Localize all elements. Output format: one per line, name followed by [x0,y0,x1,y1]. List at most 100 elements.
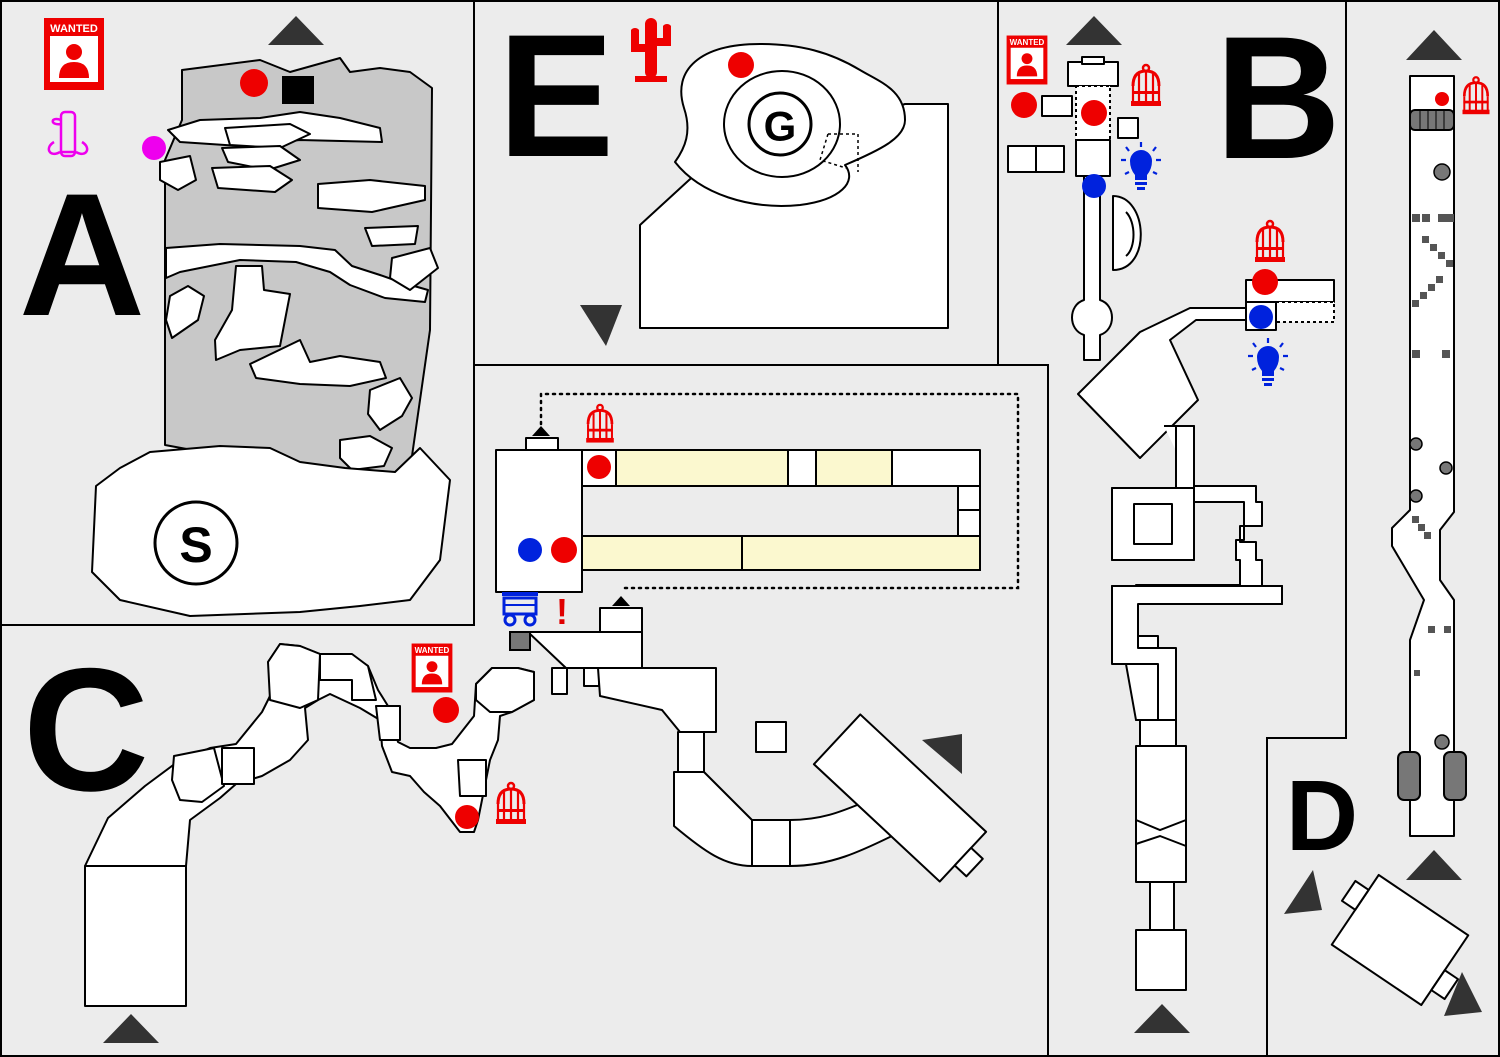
wanted-poster-icon: WANTED [411,643,453,693]
door [1397,751,1421,801]
region-b: B WANTED [1006,1,1341,1033]
cave-chamber [171,747,225,803]
red-marker [1011,92,1037,118]
corridor [1071,175,1113,361]
cave-chamber [475,667,535,713]
red-marker [587,455,611,479]
crack [1135,819,1187,847]
exit-arrow-icon[interactable] [1406,850,1462,880]
wanted-poster-text: WANTED [1010,38,1045,47]
exit-arrow-icon[interactable] [1066,16,1122,45]
wanted-poster-text: WANTED [50,23,98,35]
room [1135,745,1187,883]
gate-bars [1419,110,1445,130]
cave-chamber [375,705,401,741]
region-label-c: C [23,633,149,828]
red-marker [1435,92,1449,106]
station-building [495,449,583,593]
room [1067,61,1119,87]
exit-arrow-icon[interactable] [103,1014,159,1043]
snow-ledge [339,435,393,471]
goal-label: G [764,103,797,150]
region-d: D [1284,30,1491,1016]
exit-arrow-icon[interactable] [580,305,622,346]
room [599,607,643,633]
snow-ledge [389,247,439,291]
secret-area [819,133,859,172]
exit-arrow-icon[interactable] [1284,870,1322,914]
cave-chamber [319,653,377,701]
exit-arrow-icon[interactable] [1444,972,1482,1016]
room-e-large [639,103,949,329]
snow-ledge [249,339,387,387]
exit-arrow-icon[interactable] [922,734,962,774]
room [583,667,600,687]
snow-ledge [159,155,197,191]
birdcage-icon [494,781,528,826]
highlight-zone [815,449,893,487]
room-c-entrance [84,865,187,1007]
highlight-zone [615,449,789,487]
door [1443,751,1467,801]
steps [1412,214,1454,676]
rock [1439,461,1453,475]
snow-ledge [165,285,205,339]
exit-arrow-icon[interactable] [1134,1004,1190,1033]
wanted-poster-text: WANTED [415,646,450,655]
snow-ledge [224,123,311,149]
region-label-b: B [1215,1,1341,196]
wanted-poster-icon: WANTED [44,18,104,90]
red-marker [728,52,754,78]
cave-chamber [267,643,321,709]
rock [1409,437,1423,451]
region-label-e: E [498,0,615,194]
red-marker [433,697,459,723]
rock [1409,489,1423,503]
exit-arrow-icon[interactable] [268,16,324,45]
room [551,667,568,695]
corridor [1175,425,1195,489]
exit-arrow-icon[interactable] [1406,30,1462,60]
room [1117,117,1139,139]
birdcage-icon [1129,63,1163,108]
cactus-icon [631,18,671,82]
entry-pointer [532,426,550,436]
scroll-icon [47,110,89,158]
corridor [1149,881,1175,931]
alert-marker: ! [556,591,568,632]
snow-ledge [214,265,291,361]
red-marker [240,69,268,97]
room-d-block [1330,873,1470,1007]
rock [1434,734,1450,750]
start-marker [153,500,239,586]
red-marker [1252,269,1278,295]
birdcage-icon [1253,219,1287,264]
room [1041,95,1073,117]
red-marker [455,805,479,829]
mine-cart-icon [502,592,538,627]
corridor-c-right [673,731,901,867]
dotted-path [539,392,1020,590]
entry-pointer [612,596,630,606]
snow-ledge [364,225,419,247]
birdcage-icon [584,403,616,444]
snow-ledge [211,165,293,193]
birdcage-icon [1461,75,1491,116]
room [1112,195,1142,271]
gate [1409,109,1455,131]
red-marker [551,537,577,563]
wanted-poster-icon: WANTED [1006,35,1048,85]
rock [1433,163,1451,181]
blue-marker [518,538,542,562]
corridor [1111,585,1283,721]
magenta-marker [142,136,166,160]
room-e-ring [723,70,841,178]
room [1081,56,1105,65]
room [1275,301,1335,323]
blue-marker [1082,174,1106,198]
room [525,437,559,451]
cave-chamber [221,747,255,785]
start-label: S [179,517,212,573]
entrance-block [282,76,314,104]
